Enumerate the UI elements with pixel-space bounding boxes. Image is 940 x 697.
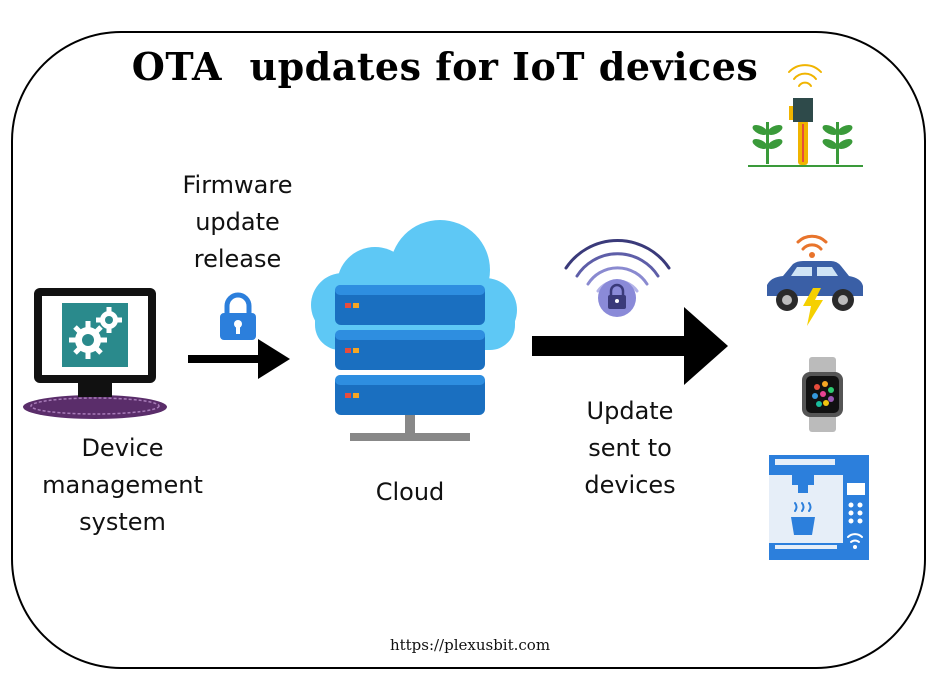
- monitor-gears-icon: [23, 288, 167, 419]
- cloud-server-icon: [311, 220, 517, 441]
- cloud-label: Cloud: [375, 478, 445, 506]
- footer-url: https://plexusbit.com: [389, 636, 551, 654]
- update-sent-label: Update sent to devices: [584, 397, 676, 499]
- smart-coffee-machine-icon: [769, 455, 869, 560]
- device-management-label: Device management system: [42, 434, 203, 536]
- firmware-release-label: Firmware update release: [182, 171, 293, 273]
- diagram-title: OTA updates for IoT devices: [131, 44, 759, 89]
- smart-farm-icon: [748, 64, 863, 167]
- padlock-icon: [220, 292, 256, 340]
- wifi-lock-icon: [564, 239, 671, 317]
- update-arrow: [532, 307, 728, 385]
- smartwatch-icon: [802, 357, 843, 432]
- diagram-frame: [11, 31, 926, 669]
- release-arrow: [188, 339, 290, 379]
- connected-car-icon: [767, 234, 863, 326]
